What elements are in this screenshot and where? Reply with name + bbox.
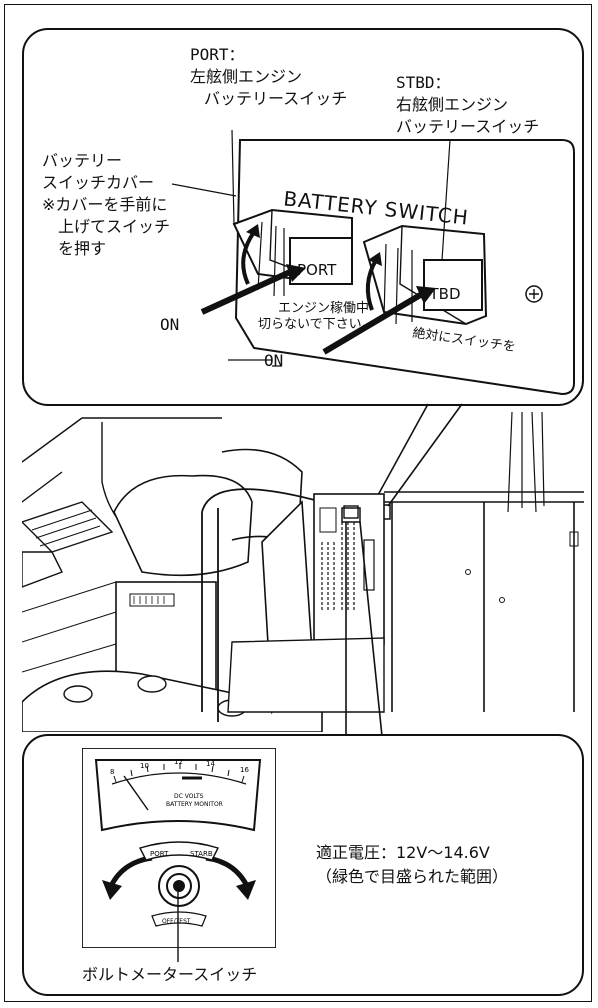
svg-text:DC VOLTS: DC VOLTS	[174, 793, 204, 800]
port-label-line3: バッテリースイッチ	[204, 88, 347, 109]
port-label-line1: PORT：	[190, 44, 245, 65]
svg-text:OFF/TEST: OFF/TEST	[162, 918, 191, 925]
port-button-label: PORT	[297, 260, 336, 281]
cover-line1: バッテリー	[42, 150, 122, 171]
voltage-range: 適正電圧：12V〜14.6V	[316, 842, 490, 863]
svg-text:10: 10	[140, 762, 149, 770]
voltage-note: （緑色で目盛られた範囲）	[316, 866, 508, 887]
svg-text:14: 14	[206, 760, 215, 768]
cover-line5: を押す	[58, 238, 106, 259]
stbd-label-line1: STBD：	[396, 72, 451, 93]
svg-text:STARB: STARB	[190, 850, 213, 858]
cover-line4: 上げてスイッチ	[58, 216, 170, 237]
stbd-label-line2: 右舷側エンジン	[396, 94, 508, 115]
svg-text:BATTERY MONITOR: BATTERY MONITOR	[166, 801, 223, 808]
on-label-left: ON	[160, 314, 179, 335]
svg-text:12: 12	[174, 758, 183, 766]
meter-switch-label: ボルトメータースイッチ	[82, 964, 257, 985]
boat-interior-illustration	[22, 412, 584, 732]
voltmeter-illustration: DC VOLTS BATTERY MONITOR 8 10 12 14 16 P…	[82, 748, 276, 948]
stbd-label-line3: バッテリースイッチ	[396, 116, 539, 137]
screw-icon	[526, 286, 542, 302]
cover-line2: スイッチカバー	[42, 172, 154, 193]
svg-text:8: 8	[110, 768, 114, 776]
cover-line3: ※カバーを手前に	[42, 194, 167, 215]
warning-line2: 切らないで下さい。	[258, 314, 375, 335]
voltmeter-selector-knob	[159, 866, 199, 906]
port-label-line2: 左舷側エンジン	[190, 66, 302, 87]
svg-text:16: 16	[240, 766, 249, 774]
svg-text:PORT: PORT	[150, 850, 169, 858]
stbd-button-label: STBD	[420, 284, 461, 305]
on-label-bottom: ON	[264, 350, 283, 371]
